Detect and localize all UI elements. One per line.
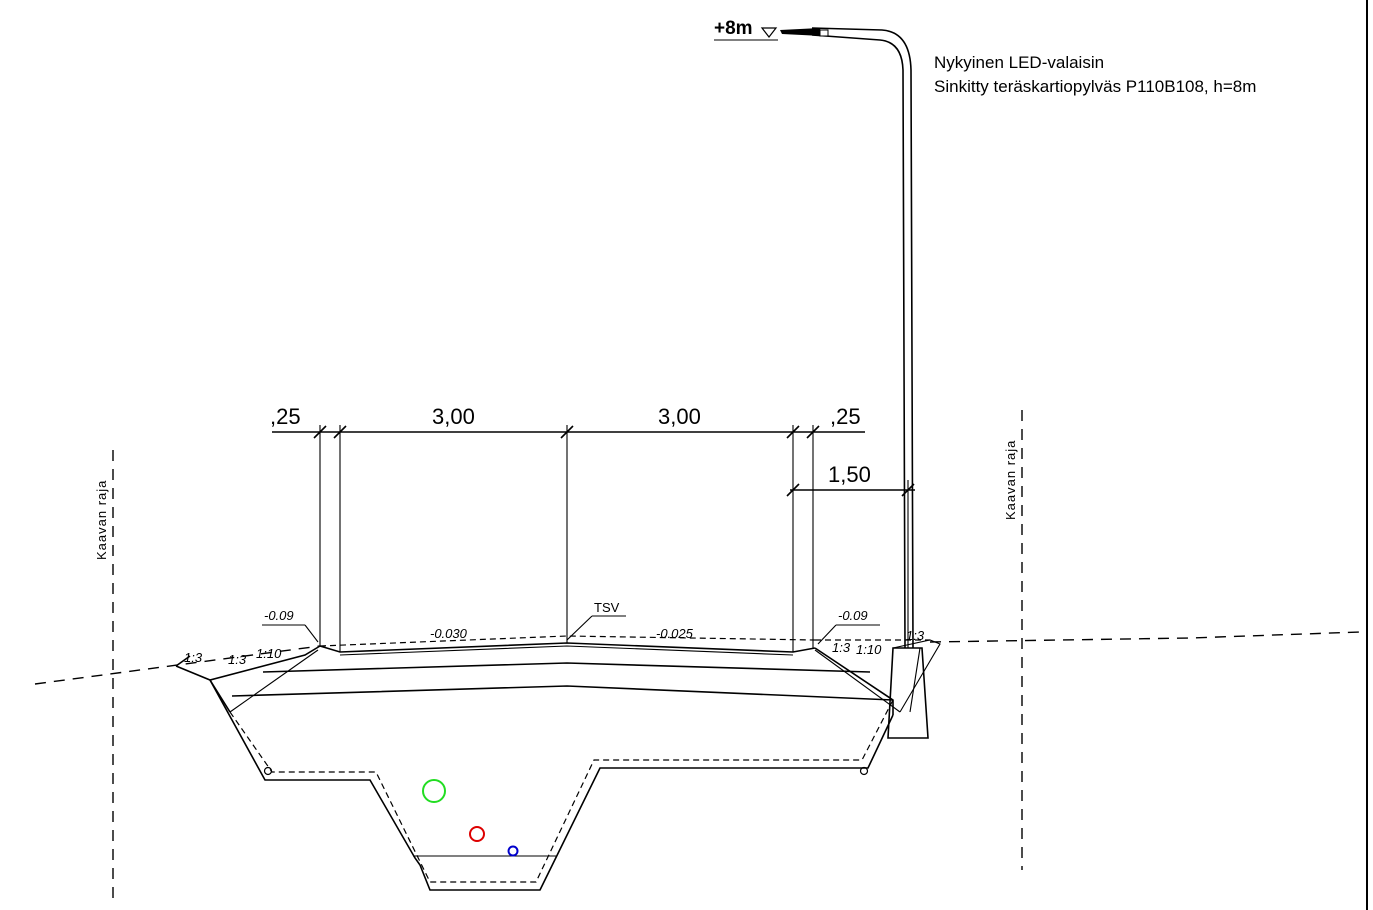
slope-left-inner: 1:3 [228,652,247,667]
slope-left-ratio: 1:10 [256,646,282,661]
ground-line-right [929,631,1361,643]
lamp-note-line1: Nykyinen LED-valaisin [934,53,1104,72]
red-pipe [469,826,485,842]
blue-pipe [507,845,519,857]
dimension-label-2: 3,00 [432,404,475,429]
centerline-label: TSV [594,600,620,615]
dimension-label-3: 3,00 [658,404,701,429]
slope-right-outer: 1:3 [906,628,925,643]
slope-left-outer: 1:3 [184,650,203,665]
slope-right-inner: 1:3 [832,640,851,655]
slope-left-edge: -0.09 [264,608,294,623]
dimension-label-4: ,25 [830,404,861,429]
tsv-leader [566,615,593,641]
slope-right-lane: -0.025 [656,626,694,641]
light-pole [780,27,914,649]
dimension-label-5: 1,50 [828,462,871,487]
slope-leader-left [304,624,319,643]
height-marker: +8m [714,18,753,39]
road-structure [175,635,941,891]
green-pipe [422,779,446,803]
dimension-lines [272,425,915,497]
slope-right-ratio: 1:10 [856,642,882,657]
dimension-extension-lines [319,425,909,652]
slope-left-lane: -0.030 [430,626,468,641]
boundary-label-right: Kaavan raja [1003,440,1018,520]
level-triangle-icon [760,27,778,38]
lamp-note-line2: Sinkitty teräskartiopylväs P110B108, h=8… [934,77,1256,96]
dimension-label-1: ,25 [270,404,301,429]
slope-leader-right [817,624,837,645]
slope-right-edge: -0.09 [838,608,868,623]
boundary-label-left: Kaavan raja [94,480,109,560]
